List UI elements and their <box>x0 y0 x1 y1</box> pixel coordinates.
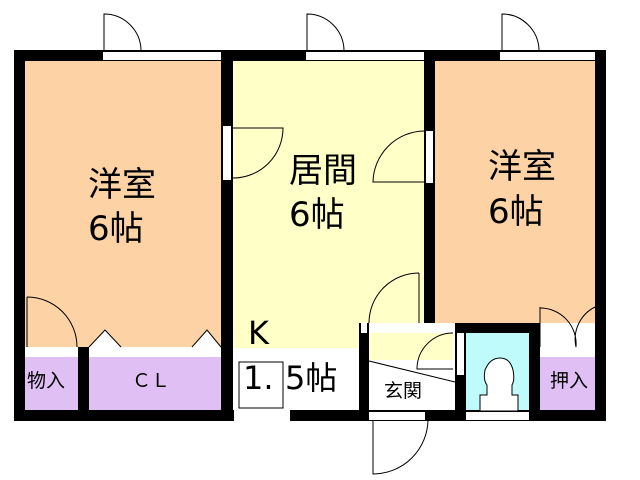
window-k-bottom <box>234 412 290 420</box>
wall-entry-left <box>359 323 369 421</box>
door-opening-toilet <box>457 333 464 375</box>
window-top-right <box>500 52 595 60</box>
toilet <box>466 333 529 410</box>
wall-storage-divider <box>78 347 89 410</box>
window-top-middle <box>306 52 424 60</box>
storage-left <box>25 357 78 410</box>
label-entrance: 玄関 <box>384 380 423 402</box>
closet-rail-cl <box>89 347 221 357</box>
closet-rail-left <box>25 347 78 357</box>
label-western-right-name: 洋室 <box>488 147 556 187</box>
label-kitchen-size-num: 1. <box>243 359 274 397</box>
wall-outer-bottom-k <box>290 410 606 421</box>
wall-toilet-oshiire <box>529 323 540 421</box>
wall-outer-bottom-left <box>14 410 234 421</box>
label-western-left-name: 洋室 <box>88 165 156 205</box>
label-storage-left: 物入 <box>27 370 66 392</box>
label-living-name: 居間 <box>289 151 357 191</box>
label-closet: ＣＬ <box>132 370 171 392</box>
entry-step <box>369 323 455 333</box>
closet-rail-oshiire <box>540 347 595 357</box>
wall-middle-right <box>424 50 435 333</box>
wall-outer-left <box>14 50 25 421</box>
door-opening-middle-right <box>426 131 433 183</box>
label-oshiire: 押入 <box>550 370 589 392</box>
toilet-bottom-window <box>466 412 529 420</box>
label-western-right-size: 6帖 <box>488 192 544 232</box>
door-opening-entry-k <box>361 323 367 333</box>
label-western-left-size: 6帖 <box>88 209 144 249</box>
window-top-left <box>103 52 221 60</box>
wall-outer-right <box>595 50 606 421</box>
closet <box>89 357 221 410</box>
western-room-right <box>435 61 595 323</box>
label-kitchen-size: 5帖 <box>285 359 338 397</box>
wall-right-room-bottom <box>424 323 540 333</box>
oshiire <box>540 357 595 410</box>
wall-left-middle <box>221 50 233 421</box>
label-kitchen: K <box>248 314 269 352</box>
door-opening-left-middle <box>223 126 231 180</box>
entrance-door-opening <box>369 412 425 420</box>
label-living-size: 6帖 <box>289 195 345 235</box>
